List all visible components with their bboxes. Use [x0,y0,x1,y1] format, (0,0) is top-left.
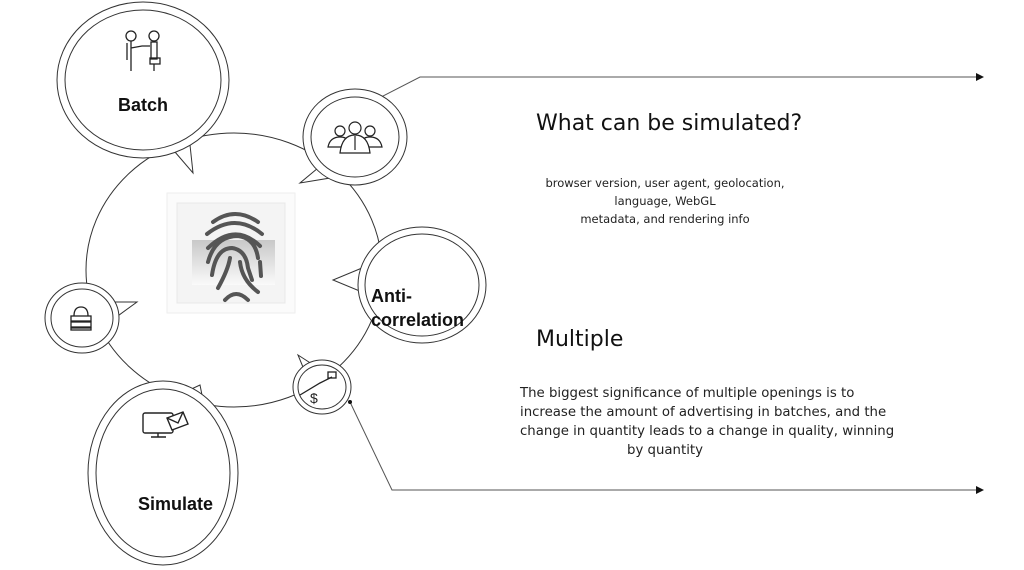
dollar-hand-icon: $ [299,371,337,406]
body-line: The biggest significance of multiple ope… [520,386,855,401]
body-line: by quantity [627,443,703,458]
node-label-line: Anti- [371,286,412,306]
bottom-connector-arrow [349,401,984,494]
node-label-anti-correlation: Anti- correlation [371,284,464,332]
svg-text:$: $ [310,390,318,406]
body-line: change in quantity leads to a change in … [520,424,895,439]
section-title-multiple: Multiple [536,327,624,352]
body-line: metadata, and rendering info [580,212,750,226]
top-connector-arrow [380,73,984,98]
monitor-mail-icon [142,411,189,438]
bubble-simulate [87,380,239,566]
handshake-icon [125,30,161,71]
section-body-simulated: browser version, user agent, geolocation… [520,174,810,228]
lock-icon [70,306,92,331]
bubble-batch [56,1,230,175]
body-line: browser version, user agent, geolocation… [545,176,785,208]
bubble-lock [44,282,139,354]
node-label-batch: Batch [117,95,168,115]
section-body-multiple: The biggest significance of multiple ope… [520,384,895,460]
section-title-simulated: What can be simulated? [536,111,803,136]
node-label-simulate: Simulate [138,494,214,514]
body-line: increase the amount of advertising in ba… [520,405,887,420]
bubble-anti-correlation [331,226,487,344]
team-icon [327,121,383,154]
node-label-line: correlation [371,310,465,330]
fingerprint-icon [166,192,296,314]
